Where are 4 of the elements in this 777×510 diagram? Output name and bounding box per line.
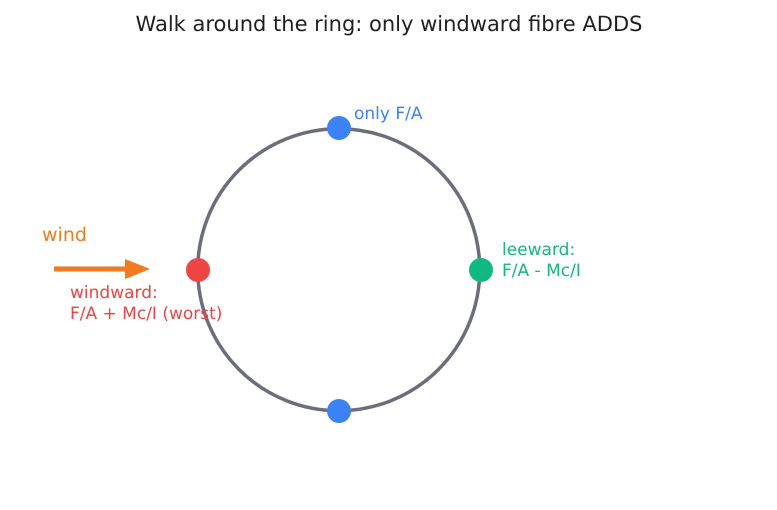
point-label: leeward: F/A - Mc/I	[502, 240, 581, 282]
diagram-title: Walk around the ring: only windward fibre ADDS	[136, 11, 642, 37]
point-label: only F/A	[354, 104, 422, 125]
direction-label: wind	[42, 224, 87, 246]
